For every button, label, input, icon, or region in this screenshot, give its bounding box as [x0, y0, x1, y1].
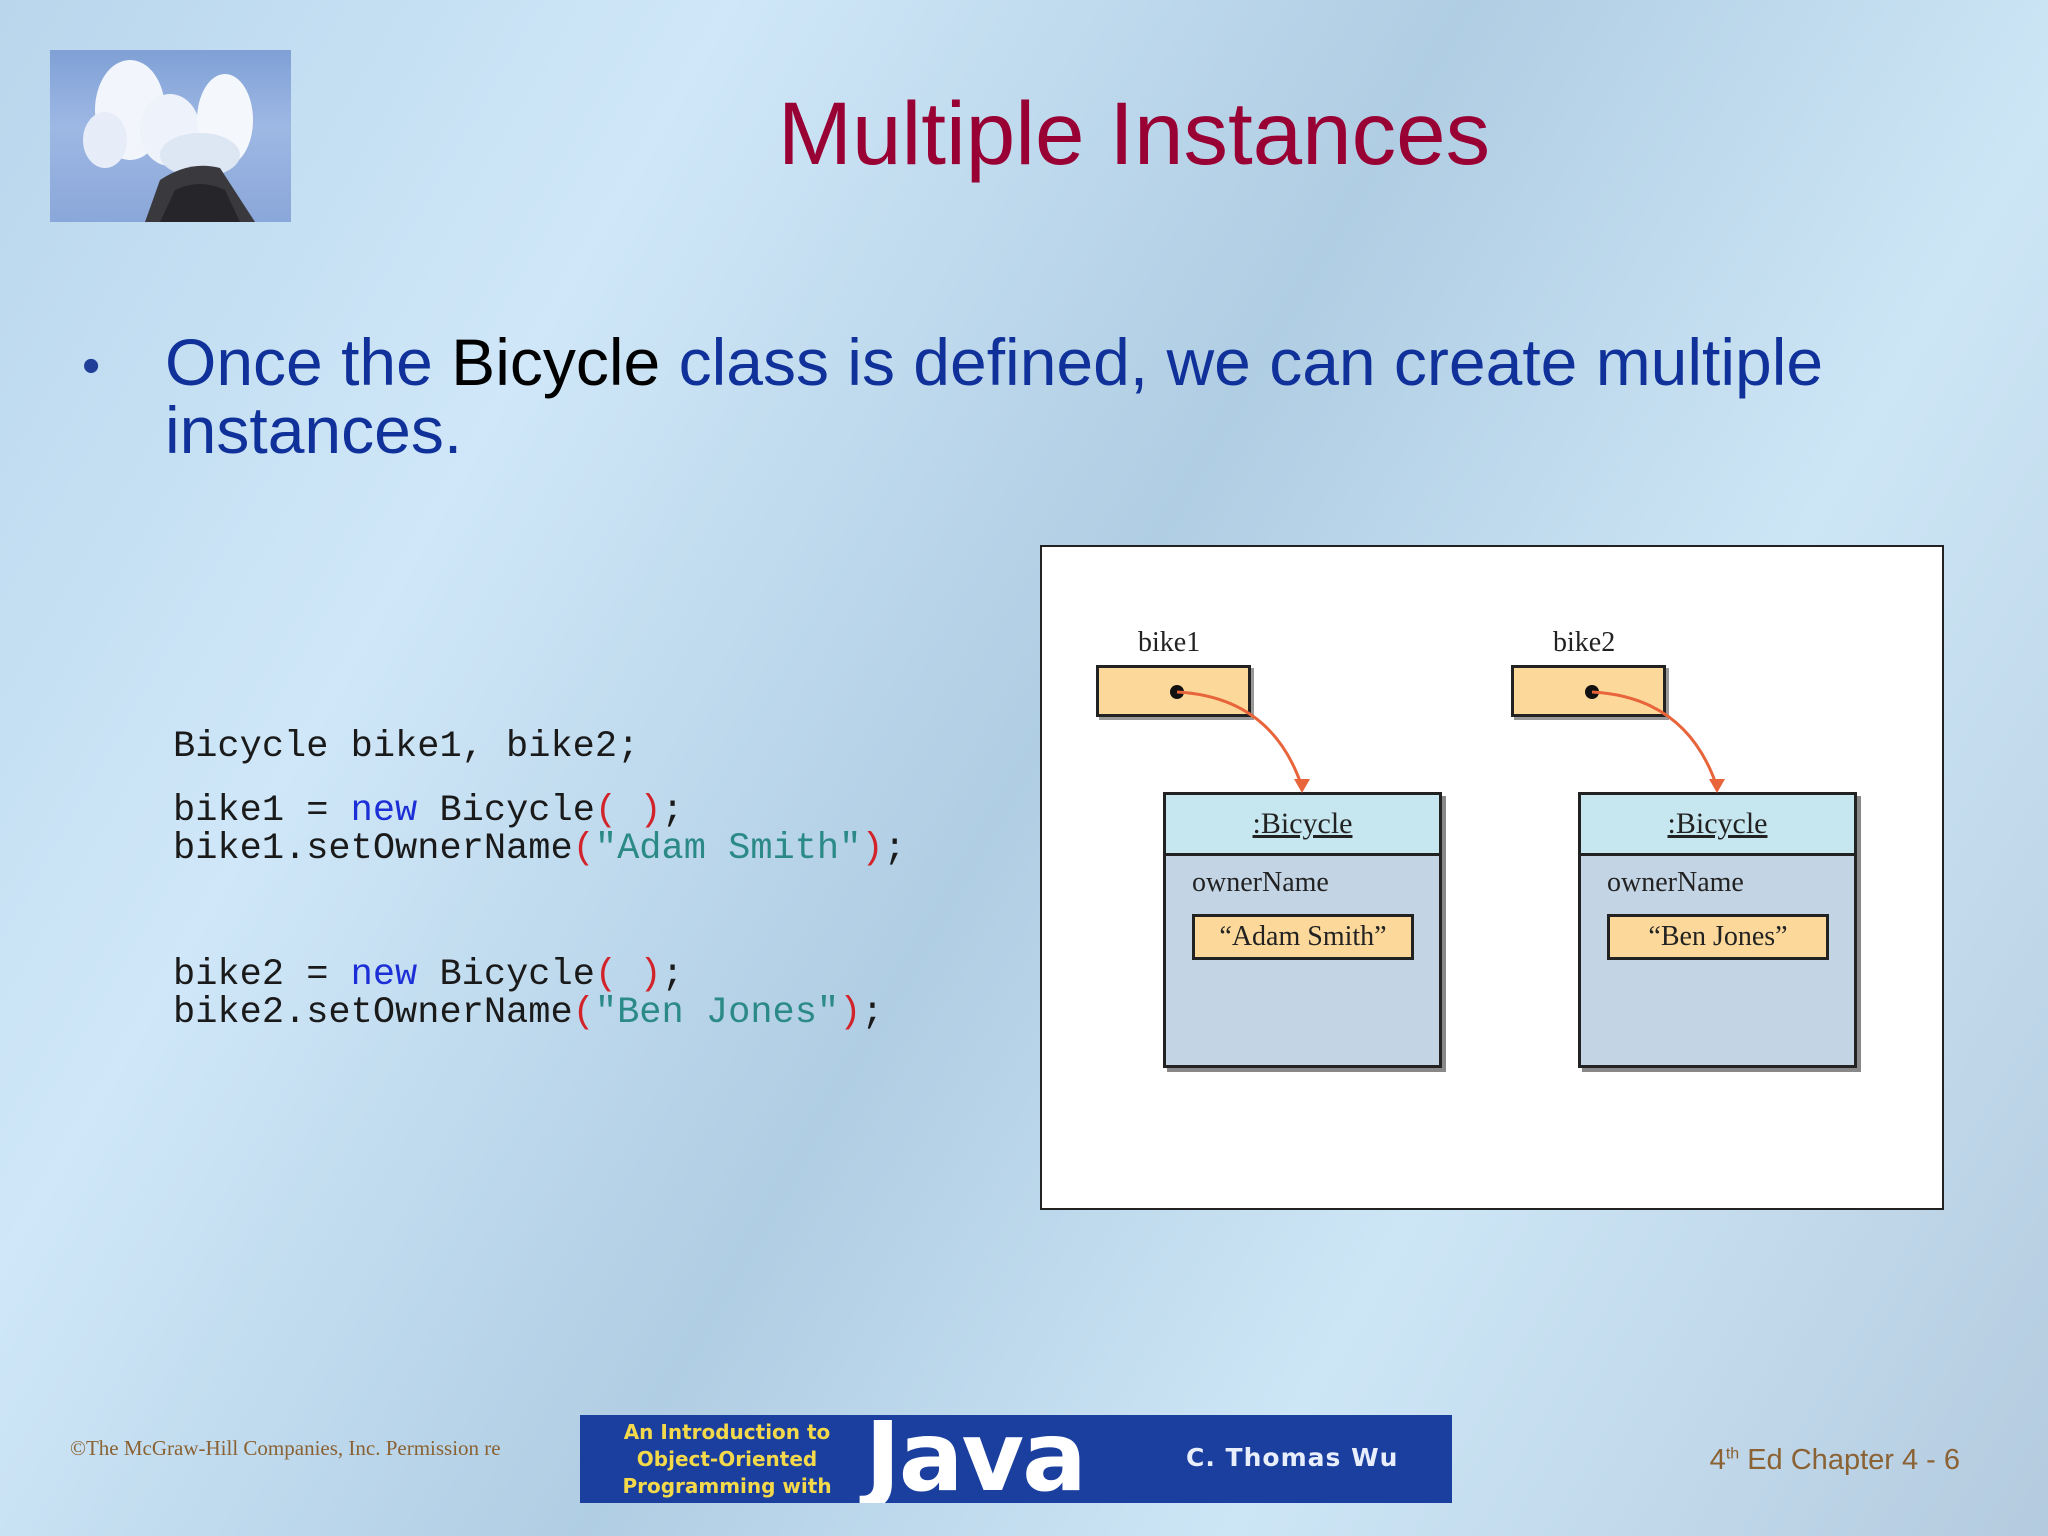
ref1-arrowhead [1294, 779, 1310, 793]
ref1-box [1096, 665, 1251, 717]
book-banner-logo: An Introduction to Object-Oriented Progr… [580, 1415, 1452, 1503]
slide-title: Multiple Instances [777, 83, 1491, 183]
chapter-page-number: 4th Ed Chapter 4 - 6 [1709, 1444, 1960, 1476]
banner-author: C. Thomas Wu [1186, 1443, 1399, 1472]
bullet-text: Once the Bicycle class is defined, we ca… [165, 325, 1824, 467]
ref1-label: bike1 [1138, 627, 1201, 658]
object-class-name: :Bicycle [1581, 795, 1854, 856]
ref2-box [1511, 665, 1666, 717]
object-class-name: :Bicycle [1166, 795, 1439, 856]
wave-splash-image [83, 60, 255, 222]
bicycle-object-2: :Bicycle ownerName “Ben Jones” [1578, 792, 1857, 1068]
wave-photo [50, 50, 291, 222]
code-line-declaration: Bicycle bike1, bike2; [173, 726, 640, 768]
code-line-bike2-owner: bike2.setOwnerName("Ben Jones"); [173, 992, 884, 1034]
object-field-name: ownerName [1192, 867, 1329, 898]
banner-subtitle: An Introduction to Object-Oriented Progr… [622, 1420, 832, 1498]
code-line-bike2-new: bike2 = new Bicycle( ); [173, 954, 684, 996]
code-line-bike1-owner: bike1.setOwnerName("Adam Smith"); [173, 828, 906, 870]
code-line-bike1-new: bike1 = new Bicycle( ); [173, 790, 684, 832]
copyright-text: ©The McGraw-Hill Companies, Inc. Permiss… [70, 1436, 501, 1460]
bullet-keyword: Bicycle [451, 325, 661, 399]
ref2-arrowhead [1709, 779, 1725, 793]
bullet-dot-icon: • [82, 337, 101, 395]
object-diagram: bike1 bike2 :Bicycle ownerName “Adam Smi… [1040, 545, 1944, 1210]
object-field-name: ownerName [1607, 867, 1744, 898]
bicycle-object-1: :Bicycle ownerName “Adam Smith” [1163, 792, 1442, 1068]
ref2-label: bike2 [1553, 627, 1616, 658]
object-field-value: “Adam Smith” [1192, 914, 1414, 960]
banner-java-wordmark: Java [865, 1415, 1087, 1503]
object-field-value: “Ben Jones” [1607, 914, 1829, 960]
